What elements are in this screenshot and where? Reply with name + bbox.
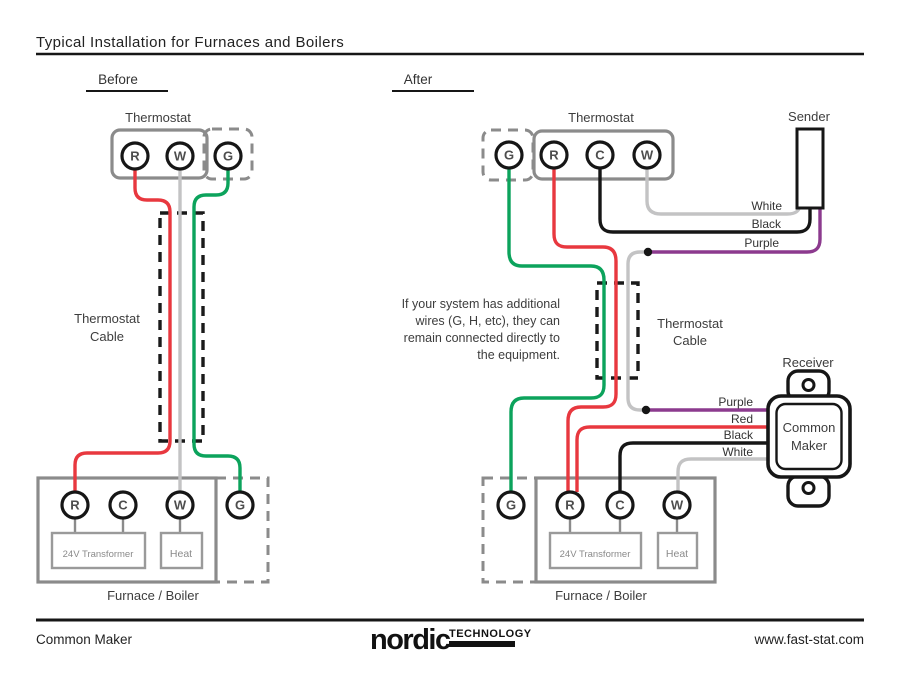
note-line-2: wires (G, H, etc), they can — [415, 314, 561, 328]
page-title: Typical Installation for Furnaces and Bo… — [36, 34, 344, 51]
before-heat-box — [159, 531, 204, 570]
after-furnace-terminal-w — [662, 490, 692, 520]
before-furnace-terminals: R C W G — [60, 490, 255, 520]
after-furnace-terminals: G R C W — [496, 490, 692, 520]
receiver-wire-label-purple: Purple — [718, 395, 753, 409]
after-heat-box — [656, 531, 699, 570]
after-thermostat-terminal-w — [632, 140, 662, 170]
nordic-technology-logo: nordic TECHNOLOGY — [370, 624, 532, 656]
receiver-wire-label-red: Red — [731, 412, 753, 426]
receiver-inner-box — [775, 402, 843, 471]
after-thermostat-terminal-c-label: C — [595, 148, 605, 163]
before-furnace-terminal-r-label: R — [70, 498, 80, 513]
before-thermostat-terminal-r-label: R — [130, 149, 140, 164]
before-transformer-box — [50, 531, 147, 570]
after-thermostat-terminal-r — [539, 140, 569, 170]
note-line-1: If your system has additional — [402, 297, 560, 311]
sender-wire-label-purple: Purple — [744, 236, 779, 250]
after-thermostat-box — [532, 129, 675, 181]
receiver-wire-label-white: White — [722, 445, 753, 459]
after-white-receiver-wire — [676, 457, 770, 492]
before-furnace-box — [36, 476, 218, 584]
before-thermostat-terminal-g-label: G — [223, 149, 233, 164]
after-thermostat-terminal-g-label: G — [504, 148, 514, 163]
after-cable-label-line2: Cable — [673, 333, 707, 348]
junction-dot-top — [643, 247, 653, 257]
after-cable-label-line1: Thermostat — [657, 316, 723, 331]
before-furnace-terminal-w-label: W — [174, 498, 187, 513]
before-red-wire — [73, 168, 172, 492]
after-black-sender-wire — [598, 168, 812, 234]
note-line-4: the equipment. — [477, 348, 560, 362]
after-furnace-terminal-r — [555, 490, 585, 520]
after-thermostat-terminal-w-label: W — [641, 148, 654, 163]
after-transformer-label: 24V Transformer — [560, 549, 631, 560]
after-furnace-terminal-g-label: G — [506, 498, 516, 513]
before-transformer-label: 24V Transformer — [63, 549, 134, 560]
before-thermostat-terminals: R W G — [120, 141, 243, 171]
receiver-device-line1: Common — [783, 420, 836, 435]
after-furnace-terminal-c — [605, 490, 635, 520]
footer-website-link: www.fast-stat.com — [753, 632, 864, 647]
receiver-device: Common Maker — [766, 369, 852, 508]
before-furnace-terminal-c — [108, 490, 138, 520]
after-thermostat-terminal-r-label: R — [549, 148, 559, 163]
before-furnace-terminal-c-label: C — [118, 498, 128, 513]
before-furnace-terminal-g — [225, 490, 255, 520]
after-furnace-terminal-w-label: W — [671, 498, 684, 513]
before-thermostat-box — [110, 128, 209, 180]
after-green-wire — [507, 168, 606, 492]
receiver-bottom-tab-hole — [801, 481, 816, 495]
after-furnace-terminal-r-label: R — [565, 498, 575, 513]
before-thermostat-title: Thermostat — [125, 110, 191, 125]
after-transformer-box — [548, 531, 643, 570]
after-red-cable-wire — [552, 168, 618, 492]
after-red-receiver-wire — [575, 425, 770, 492]
note-text: If your system has additional wires (G, … — [402, 297, 560, 362]
after-furnace-terminal-g — [496, 490, 526, 520]
before-label: Before — [98, 72, 138, 87]
note-line-3: remain connected directly to — [404, 331, 560, 345]
before-furnace-label: Furnace / Boiler — [107, 588, 199, 603]
before-thermostat-terminal-w-label: W — [174, 149, 187, 164]
sender-wire-label-white: White — [751, 199, 782, 213]
before-cable-label-line2: Cable — [90, 329, 124, 344]
receiver-device-line2: Maker — [791, 438, 828, 453]
before-green-wire — [192, 168, 242, 492]
before-furnace-terminal-r — [60, 490, 90, 520]
sender-device — [795, 127, 825, 210]
receiver-top-tab-hole — [801, 378, 816, 392]
after-furnace-label: Furnace / Boiler — [555, 588, 647, 603]
after-furnace-box — [534, 476, 717, 584]
logo-main-text: nordic — [370, 624, 451, 656]
before-thermostat-terminal-r — [120, 141, 150, 171]
after-heat-label: Heat — [666, 548, 688, 560]
after-furnace-terminal-c-label: C — [615, 498, 625, 513]
after-label: After — [404, 72, 433, 87]
after-thermostat-terminal-g — [494, 140, 524, 170]
before-furnace-terminal-w — [165, 490, 195, 520]
sender-label: Sender — [788, 109, 831, 124]
before-furnace-terminal-g-label: G — [235, 498, 245, 513]
after-purple-sender-wire — [648, 205, 822, 254]
after-gray-cable-wire — [626, 250, 648, 412]
before-heat-label: Heat — [170, 548, 192, 560]
after-black-receiver-wire — [618, 441, 770, 492]
footer-left-text: Common Maker — [36, 632, 133, 647]
before-thermostat-terminal-w — [165, 141, 195, 171]
after-thermostat-terminal-c — [585, 140, 615, 170]
sender-wire-label-black: Black — [752, 217, 782, 231]
logo-sub-text: TECHNOLOGY — [449, 628, 532, 640]
logo-underline-bar — [449, 641, 515, 647]
before-thermostat-terminal-g — [213, 141, 243, 171]
before-cable-label-line1: Thermostat — [74, 311, 140, 326]
junction-dot-bottom — [641, 405, 651, 415]
after-thermostat-terminals: G R C W — [494, 140, 662, 170]
receiver-wire-label-black: Black — [724, 428, 754, 442]
after-thermostat-title: Thermostat — [568, 110, 634, 125]
receiver-label: Receiver — [782, 355, 834, 370]
